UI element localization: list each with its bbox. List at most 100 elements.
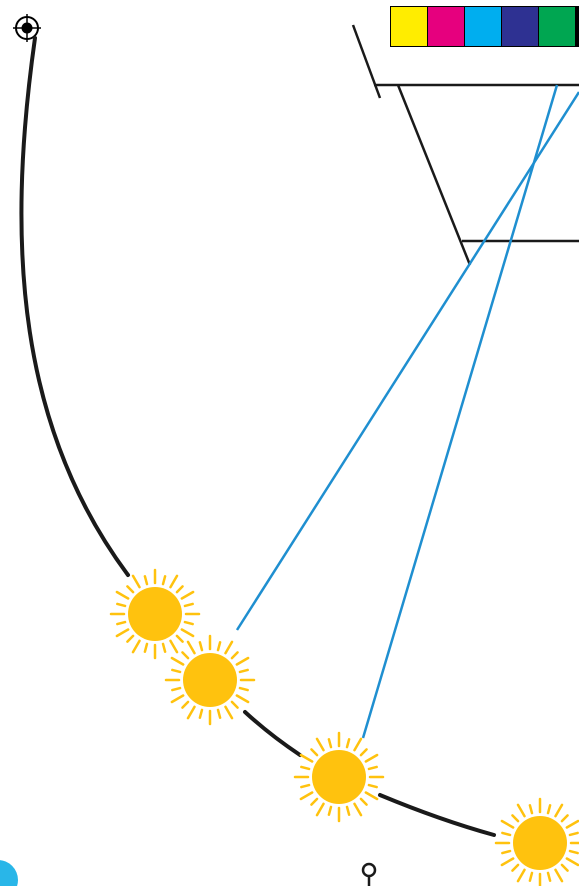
sun-path-arc-segment-3 xyxy=(380,795,494,835)
sun-ray xyxy=(301,755,312,762)
sun-ray xyxy=(172,688,180,690)
sun-ray xyxy=(512,815,518,821)
sun-ray xyxy=(317,739,324,750)
sun-ray xyxy=(171,576,178,587)
sun-ray xyxy=(117,622,125,624)
sun-ray xyxy=(240,688,248,690)
ray-2 xyxy=(363,85,557,738)
sun-ray xyxy=(232,652,238,658)
sun-ray xyxy=(530,805,532,813)
sun-ray xyxy=(570,833,578,835)
sun-ray xyxy=(145,576,147,584)
sun-ray xyxy=(133,641,140,652)
sun-ray xyxy=(182,592,193,599)
sun-icon xyxy=(111,570,199,658)
sun-ray xyxy=(512,865,518,871)
sun-ray xyxy=(369,767,377,769)
sun-ray xyxy=(567,821,578,828)
color-bar xyxy=(390,6,579,47)
sun-ray xyxy=(177,586,183,592)
sun-ray xyxy=(518,870,525,881)
sun-ray xyxy=(366,793,377,800)
sun-ray xyxy=(163,644,165,652)
sun-ray xyxy=(232,702,238,708)
sun-disc xyxy=(183,653,237,707)
sun-ray xyxy=(301,767,309,769)
ray-1 xyxy=(237,92,579,630)
color-swatch xyxy=(502,7,538,46)
sun-ray xyxy=(502,821,513,828)
corner-disc xyxy=(0,860,18,886)
sun-ray xyxy=(366,755,377,762)
suns xyxy=(111,570,579,886)
sun-ray xyxy=(347,739,349,747)
sun-path-arc xyxy=(21,38,128,575)
sun-ray xyxy=(301,793,312,800)
sun-ray xyxy=(226,707,233,718)
sun-ray xyxy=(567,859,578,866)
sun-ray xyxy=(185,604,193,606)
sun-ray xyxy=(355,804,362,815)
sun-ray xyxy=(556,805,563,816)
sun-ray xyxy=(188,642,195,653)
sun-ray xyxy=(218,710,220,718)
sun-ray xyxy=(218,642,220,650)
sun-ray xyxy=(361,799,367,805)
sun-icon xyxy=(496,799,579,886)
sun-ray xyxy=(145,644,147,652)
sun-ray xyxy=(172,670,180,672)
sun-ray xyxy=(329,739,331,747)
sun-ray xyxy=(347,807,349,815)
sun-ray xyxy=(133,576,140,587)
sun-ray xyxy=(502,859,513,866)
sun-ray xyxy=(200,642,202,650)
sun-ray xyxy=(562,865,568,871)
sun-ray xyxy=(117,604,125,606)
sun-ray xyxy=(518,805,525,816)
color-swatch xyxy=(428,7,464,46)
sun-ray xyxy=(172,696,183,703)
sun-disc xyxy=(513,816,567,870)
light-rays xyxy=(237,85,579,738)
sun-ray xyxy=(329,807,331,815)
sun-ray xyxy=(182,702,188,708)
color-swatch xyxy=(465,7,501,46)
sun-ray xyxy=(240,670,248,672)
sun-icon xyxy=(166,636,254,724)
sun-ray xyxy=(369,785,377,787)
sun-ray xyxy=(163,576,165,584)
sun-ray xyxy=(185,622,193,624)
color-swatch xyxy=(539,7,575,46)
sun-ray xyxy=(200,710,202,718)
sun-ray xyxy=(301,785,309,787)
sun-ray xyxy=(548,805,550,813)
sun-ray xyxy=(226,642,233,653)
sun-disc xyxy=(128,587,182,641)
color-swatch xyxy=(391,7,427,46)
sun-ray xyxy=(361,749,367,755)
sun-ray xyxy=(317,804,324,815)
sun-icon xyxy=(295,733,383,821)
sun-ray xyxy=(570,851,578,853)
sun-ray xyxy=(556,870,563,881)
sun-path-arc-segment-2 xyxy=(245,712,300,755)
sun-ray xyxy=(530,873,532,881)
sun-ray xyxy=(127,636,133,642)
pin-icon xyxy=(363,864,375,886)
sun-ray xyxy=(548,873,550,881)
sun-ray xyxy=(562,815,568,821)
sun-ray xyxy=(502,833,510,835)
sun-ray xyxy=(117,630,128,637)
sun-ray xyxy=(311,799,317,805)
sun-ray xyxy=(237,658,248,665)
sun-ray xyxy=(355,739,362,750)
sun-ray xyxy=(188,707,195,718)
sun-ray xyxy=(172,658,183,665)
sun-ray xyxy=(177,636,183,642)
sun-ray xyxy=(182,652,188,658)
sun-ray xyxy=(127,586,133,592)
sun-ray xyxy=(311,749,317,755)
sun-ray xyxy=(171,641,178,652)
sun-ray xyxy=(182,630,193,637)
